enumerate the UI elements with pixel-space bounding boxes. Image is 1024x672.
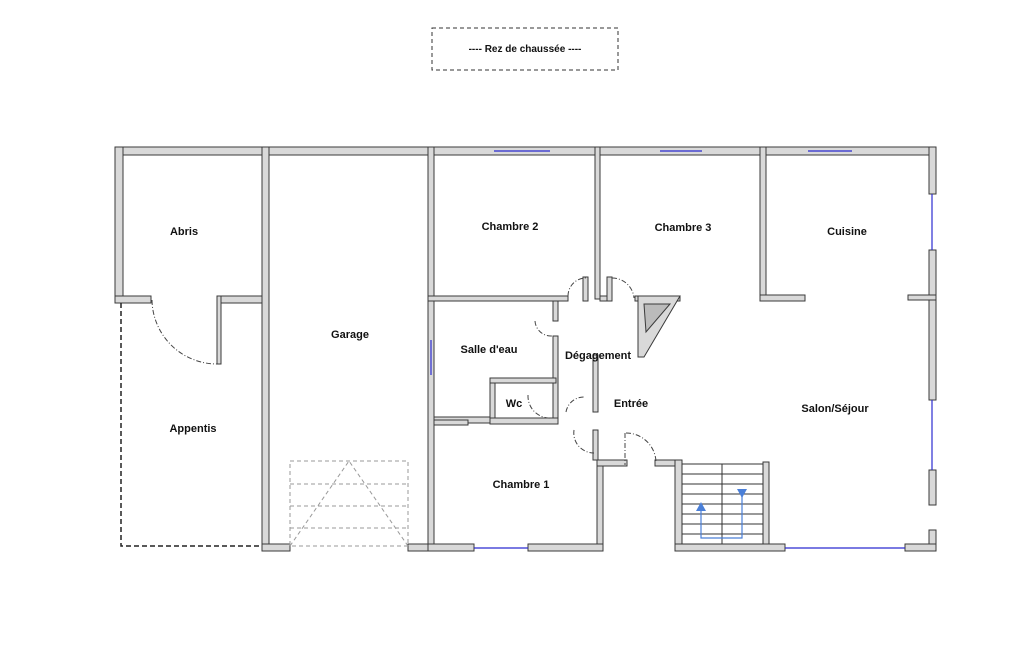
staircase xyxy=(681,463,764,545)
room-label-abris: Abris xyxy=(170,226,198,238)
garage-door xyxy=(289,460,409,547)
floor-title: ---- Rez de chaussée ---- xyxy=(469,44,582,55)
room-label-entree: Entrée xyxy=(614,398,648,410)
room-label-cuisine: Cuisine xyxy=(827,226,867,238)
stair-up-arrow xyxy=(696,502,706,511)
room-label-degagement: Dégagement xyxy=(565,350,631,362)
door-swings xyxy=(151,277,657,465)
room-label-salon: Salon/Séjour xyxy=(801,403,869,415)
room-label-wc: Wc xyxy=(506,398,523,410)
room-label-salle-eau: Salle d'eau xyxy=(460,344,517,356)
stair-down-arrow xyxy=(737,489,747,498)
windows xyxy=(430,150,933,549)
room-label-chambre3: Chambre 3 xyxy=(655,222,712,234)
room-label-garage: Garage xyxy=(331,329,369,341)
appentis-outline xyxy=(120,303,262,547)
room-labels: Abris Garage Chambre 2 Chambre 3 Cuisine… xyxy=(169,221,869,491)
room-label-chambre2: Chambre 2 xyxy=(482,221,539,233)
duct-shaft xyxy=(637,295,681,358)
floor-title-box: ---- Rez de chaussée ---- xyxy=(431,27,619,71)
room-label-appentis: Appentis xyxy=(169,423,216,435)
room-label-chambre1: Chambre 1 xyxy=(493,479,550,491)
